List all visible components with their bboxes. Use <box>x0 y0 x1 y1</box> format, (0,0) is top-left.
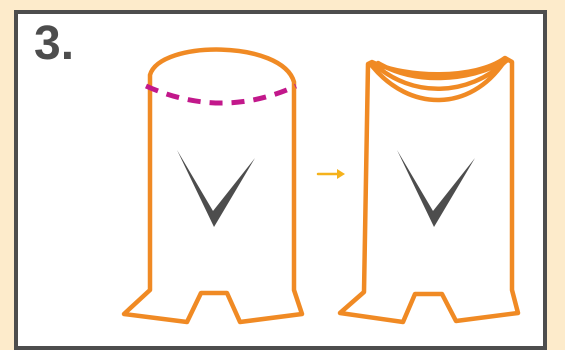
v-mark-icon <box>397 150 475 227</box>
fold-layer-2 <box>371 58 509 91</box>
figure-before <box>121 47 305 325</box>
fold-layer-3 <box>375 57 511 81</box>
fold-layer-1 <box>369 59 507 103</box>
figure-after <box>337 55 521 325</box>
v-mark-icon <box>177 150 255 227</box>
arrow-right-icon <box>316 169 345 179</box>
step-number: 3. <box>34 17 75 70</box>
garment-outline-before <box>121 47 305 325</box>
fold-line-dashed <box>144 83 298 106</box>
